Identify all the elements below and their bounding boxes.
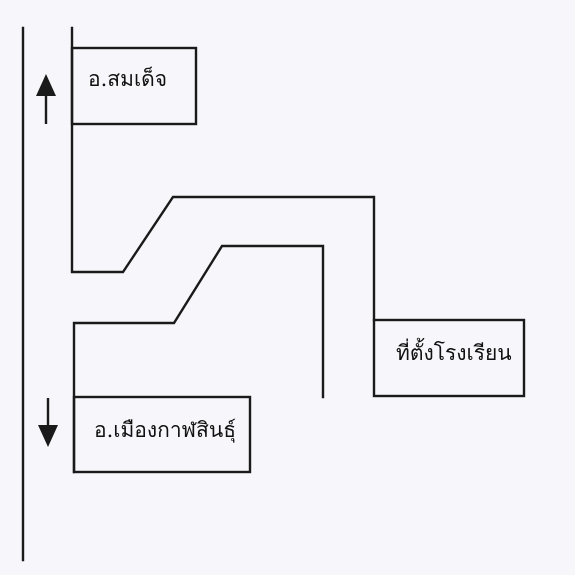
road-edge-lower: [72, 244, 325, 474]
box-south-destination: [72, 395, 252, 474]
box-north-destination: [70, 46, 198, 126]
label-school-location: ที่ตั้งโรงเรียน: [396, 341, 512, 365]
arrow-down-icon: [38, 398, 58, 447]
label-south-destination: อ.เมืองกาฬสินธุ์: [94, 418, 237, 442]
label-north-destination: อ.สมเด็จ: [88, 67, 168, 91]
arrow-up-icon: [36, 74, 56, 124]
road-edge-upper: [70, 26, 376, 322]
box-school-location: [372, 318, 526, 398]
